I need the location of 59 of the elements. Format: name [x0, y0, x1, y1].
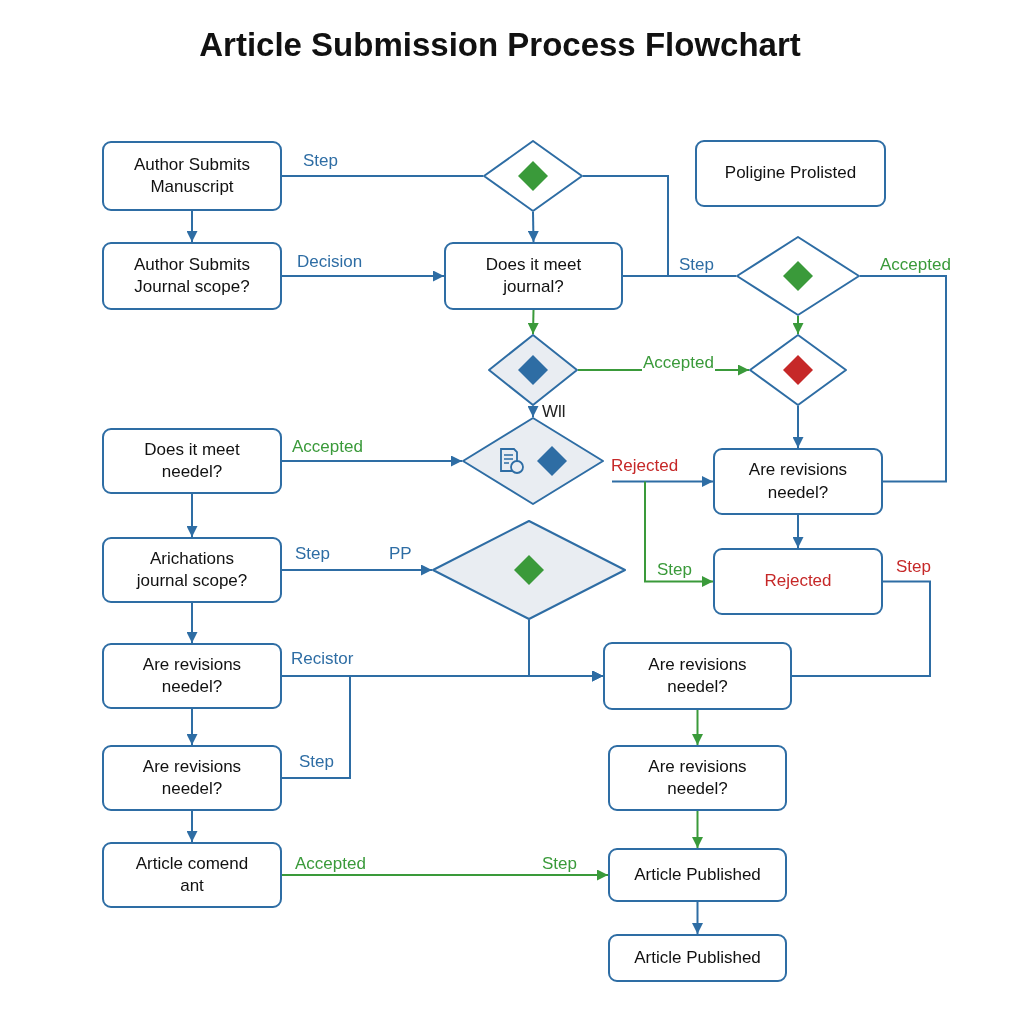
decision-diamond [432, 520, 626, 620]
process-box: Poligine Prolisted [695, 140, 886, 207]
title: Article Submission Process Flowchart [199, 26, 801, 64]
edge-label: Step [895, 558, 932, 577]
arrow [281, 670, 604, 779]
edge-label: Step [678, 256, 715, 275]
arrow [281, 869, 609, 881]
arrow [281, 270, 445, 282]
arrow [792, 514, 804, 549]
process-box: Does it meet needel? [102, 428, 282, 494]
decision-diamond [736, 236, 860, 316]
arrow [792, 405, 804, 449]
process-box: Are revisions needel? [102, 745, 282, 811]
process-box: Article comend ant [102, 842, 282, 908]
arrow [692, 901, 703, 935]
connector-line [281, 175, 484, 177]
connector-line [791, 580, 931, 677]
arrow [792, 315, 804, 335]
process-box: Are revisions needel? [102, 643, 282, 709]
edge-label: Accepted [291, 438, 364, 457]
edge-label: Accepted [879, 256, 952, 275]
process-box: Are revisions needel? [603, 642, 792, 710]
process-box: Author Submits Manuscript [102, 141, 282, 211]
arrow [186, 810, 198, 843]
connector-line [859, 275, 947, 483]
decision-diamond [483, 140, 583, 212]
arrow [186, 602, 198, 644]
edge-label: Accepted [642, 354, 715, 373]
process-box: Arichations journal scope? [102, 537, 282, 603]
arrow [692, 810, 703, 849]
process-box: Rejected [713, 548, 883, 615]
edge-label: Step [294, 545, 331, 564]
flow-label: Step [541, 855, 578, 874]
process-box: Are revisions needel? [608, 745, 787, 811]
arrow [186, 493, 198, 538]
arrow [527, 309, 539, 335]
edge-label: Accepted [294, 855, 367, 874]
decision-diamond [462, 417, 604, 505]
arrow [611, 476, 714, 487]
arrow [281, 564, 433, 576]
arrow [527, 405, 539, 418]
process-box: Author Submits Journal scope? [102, 242, 282, 310]
arrow [186, 708, 198, 746]
arrow [692, 709, 703, 746]
edge-label: Wll [541, 403, 567, 422]
process-box: Article Published [608, 848, 787, 902]
process-box: Article Published [608, 934, 787, 982]
process-box: Are revisions needel? [713, 448, 883, 515]
edge-label: Step [302, 152, 339, 171]
arrow [281, 455, 463, 467]
arrow [186, 210, 198, 243]
edge-label: Step [656, 561, 693, 580]
arrow [644, 480, 714, 587]
arrow [527, 211, 539, 243]
process-box: Does it meet journal? [444, 242, 623, 310]
decision-diamond [488, 334, 578, 406]
edge-label: Step [298, 753, 335, 772]
decision-diamond [749, 334, 847, 406]
edge-label: Rejected [610, 457, 680, 476]
